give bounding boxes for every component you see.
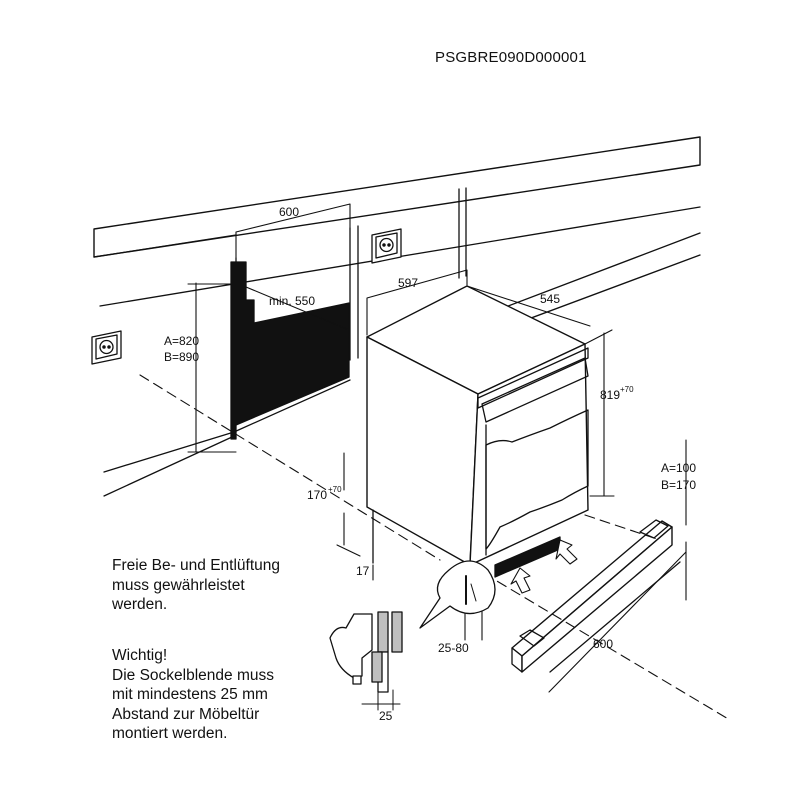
dim-niche-height-b: B=890	[164, 350, 199, 364]
worktop	[93, 136, 701, 307]
dim-appliance-depth: 545	[540, 292, 560, 306]
dim-plinth-width: 600	[593, 637, 613, 651]
center-lines	[139, 374, 731, 721]
dim-niche-depth: min. 550	[269, 294, 315, 308]
wall-socket-icon	[91, 330, 122, 365]
dim-plinth-gap: 25-80	[438, 641, 469, 655]
dim-plinth-height-b: B=170	[661, 478, 696, 492]
airflow-arrow-icon	[510, 539, 578, 594]
dim-plinth-height-a: A=100	[661, 461, 696, 475]
detail-callout	[419, 560, 496, 629]
plinth-panel	[511, 519, 681, 673]
important-note: Wichtig! Die Sockelblende muss mit minde…	[112, 646, 274, 744]
dimension-labels: 600 min. 550 A=820 B=890 597 545 819 +70…	[164, 205, 696, 723]
wall-socket-icon	[371, 228, 402, 264]
note-line: werden.	[112, 596, 168, 613]
appliance	[366, 285, 589, 581]
dim-feet-adjust: 170	[307, 488, 327, 502]
note-line: Die Sockelblende muss	[112, 666, 274, 684]
note-line: Abstand zur Möbeltür	[112, 705, 260, 723]
dim-plinth-depth: 17	[356, 564, 370, 578]
dim-appliance-height-sup: +70	[620, 385, 634, 394]
dim-appliance-height: 819	[600, 388, 620, 402]
note-line: Freie Be- und Entlüftung	[112, 557, 281, 574]
plinth-detail-section	[329, 611, 403, 711]
document-id: PSGBRE090D000001	[435, 49, 587, 66]
note-line: montiert werden.	[112, 725, 228, 742]
dim-detail-gap: 25	[379, 709, 393, 723]
note-line: mit mindestens 25 mm	[112, 686, 268, 703]
dim-niche-height-a: A=820	[164, 334, 199, 348]
ventilation-note: Freie Be- und Entlüftung muss gewährleis…	[112, 556, 280, 615]
dim-niche-width: 600	[279, 205, 299, 219]
note-line: muss gewährleistet	[112, 576, 245, 594]
note-heading: Wichtig!	[112, 647, 168, 664]
dimension-lines	[187, 203, 687, 693]
dim-feet-adjust-sup: +70	[328, 485, 342, 494]
dim-appliance-width: 597	[398, 276, 418, 290]
niche-interior	[230, 261, 350, 440]
